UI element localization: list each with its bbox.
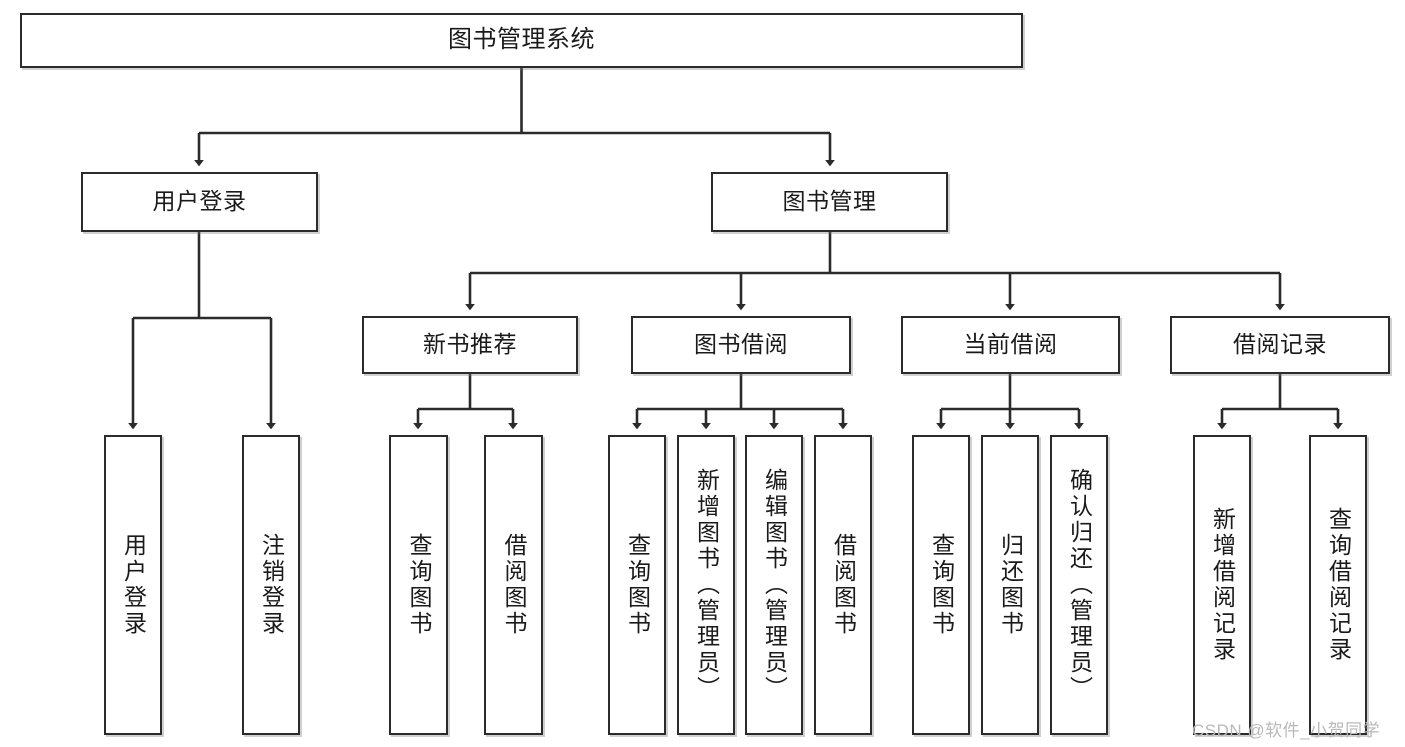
node-book-borrow[interactable]: 图书借阅: [631, 316, 851, 374]
node-new-book-recommend[interactable]: 新书推荐: [362, 316, 578, 374]
node-label: 图书管理: [782, 188, 877, 215]
node-label: 注销登录: [258, 533, 285, 637]
leaf-current-confirm-return-admin[interactable]: 确认归还（管理员）: [1050, 435, 1108, 735]
leaf-borrow-borrow-book[interactable]: 借阅图书: [814, 435, 872, 735]
node-label: 查询借阅记录: [1325, 507, 1352, 663]
node-label: 新增借阅记录: [1209, 507, 1236, 663]
node-borrow-record[interactable]: 借阅记录: [1170, 316, 1390, 374]
leaf-user-login-signin[interactable]: 用户登录: [104, 435, 162, 735]
node-label: 借阅图书: [501, 533, 527, 637]
node-label: 新书推荐: [423, 331, 517, 358]
leaf-borrow-add-book-admin[interactable]: 新增图书（管理员）: [677, 435, 735, 735]
node-label: 新增图书（管理员）: [693, 468, 720, 702]
node-label: 借阅记录: [1233, 331, 1327, 358]
node-label: 用户登录: [120, 533, 147, 637]
node-label: 查询图书: [624, 533, 651, 637]
node-label: 当前借阅: [963, 331, 1058, 358]
watermark-text: CSDN @软件_小贺同学: [1192, 721, 1381, 740]
node-book-management[interactable]: 图书管理: [711, 172, 948, 232]
node-label: 查询图书: [928, 533, 955, 637]
node-root-system[interactable]: 图书管理系统: [20, 13, 1023, 68]
node-label: 用户登录: [152, 188, 247, 215]
node-label: 归还图书: [997, 533, 1024, 637]
node-label: 查询图书: [406, 533, 432, 637]
leaf-user-login-signout[interactable]: 注销登录: [242, 435, 300, 735]
node-label: 确认归还（管理员）: [1066, 468, 1093, 702]
node-label: 借阅图书: [830, 533, 857, 637]
leaf-record-query-record[interactable]: 查询借阅记录: [1309, 435, 1367, 735]
leaf-recommend-query-book[interactable]: 查询图书: [389, 435, 448, 735]
leaf-recommend-borrow-book[interactable]: 借阅图书: [484, 435, 543, 735]
leaf-borrow-query-book[interactable]: 查询图书: [608, 435, 666, 735]
leaf-record-add-record[interactable]: 新增借阅记录: [1193, 435, 1251, 735]
node-user-login[interactable]: 用户登录: [81, 172, 318, 232]
leaf-current-return-book[interactable]: 归还图书: [981, 435, 1039, 735]
leaf-current-query-book[interactable]: 查询图书: [912, 435, 970, 735]
node-label: 图书管理系统: [448, 26, 595, 54]
leaf-borrow-edit-book-admin[interactable]: 编辑图书（管理员）: [745, 435, 803, 735]
node-label: 编辑图书（管理员）: [761, 468, 788, 702]
node-label: 图书借阅: [694, 331, 788, 358]
node-current-borrow[interactable]: 当前借阅: [901, 316, 1120, 374]
